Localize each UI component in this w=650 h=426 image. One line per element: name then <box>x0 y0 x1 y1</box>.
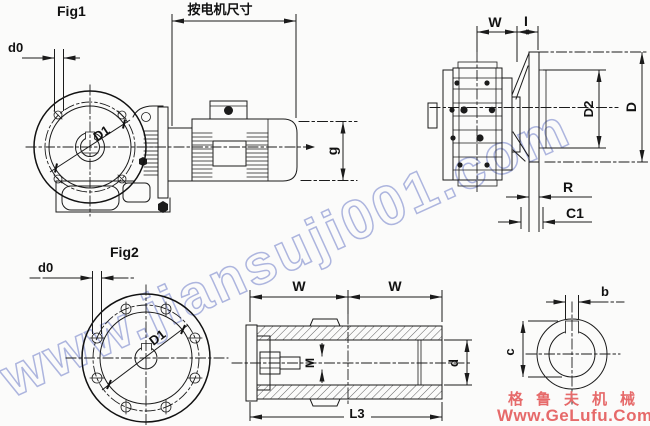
fig2-keyway <box>141 343 152 351</box>
motor <box>191 100 298 182</box>
dim-D2-label: D2 <box>581 101 596 118</box>
dim-d: d <box>444 339 472 386</box>
dim-g: g <box>298 121 358 181</box>
dim-D1-label: D1 <box>90 122 112 144</box>
dim-R-label: R <box>563 179 573 195</box>
fig1-assembly: D1 d0 按电机尺寸 g Fig1 <box>8 2 358 217</box>
fig2-bolt-holes <box>89 301 203 415</box>
dim-I-label: I <box>524 13 528 29</box>
side-view-bolts <box>449 80 496 168</box>
gearbox-base-feet <box>55 180 171 213</box>
fig1-title: Fig1 <box>57 3 86 19</box>
side-view: W I D2 D R <box>427 13 650 232</box>
dim-c-label: c <box>502 348 517 355</box>
dim-R-C1: R C1 <box>498 162 592 232</box>
retaining-bolt <box>259 351 301 375</box>
dim-D2: D2 <box>543 69 606 149</box>
dim-c: c <box>502 320 562 378</box>
dim-b-label: b <box>601 284 609 299</box>
dim-D: D <box>537 51 650 163</box>
branding: 格鲁夫机械 Www.GeLufu.Com <box>497 390 650 425</box>
output-flange-cone <box>511 51 547 163</box>
dim-W-right-label: W <box>388 278 402 294</box>
dim-M: M <box>303 343 325 383</box>
side-view-ribs <box>452 67 503 181</box>
hollow-shaft-section: W W M d L3 <box>231 278 473 421</box>
dim-d0-label: d0 <box>8 40 23 55</box>
dim-D-label: D <box>623 102 639 112</box>
dim-W-left-label: W <box>292 278 306 294</box>
dim-g-label: g <box>324 147 340 156</box>
dim-W-label: W <box>488 14 502 30</box>
dim-L3: L3 <box>249 402 443 421</box>
dim-L3-label: L3 <box>349 406 364 421</box>
flange-register <box>538 69 547 149</box>
dim-W-W-shaft: W W <box>249 278 443 322</box>
branding-url: Www.GeLufu.Com <box>497 406 650 425</box>
motor-cooling-fins <box>192 132 269 178</box>
flange-bolt-holes <box>53 110 127 184</box>
terminal-box-gland <box>224 106 233 115</box>
dim-W-I: W I <box>476 13 539 62</box>
dim-C1-label: C1 <box>566 205 584 221</box>
dim-motor-size: 按电机尺寸 <box>171 2 297 126</box>
fig2-title: Fig2 <box>110 244 139 260</box>
motor-nameplate <box>212 140 247 167</box>
branding-name-cn: 格鲁夫机械 <box>508 390 648 408</box>
dim-d0-fig2-label: d0 <box>38 260 53 275</box>
dim-d-label: d <box>446 359 461 367</box>
watermark-text: www.jiansuji001.com <box>0 95 580 409</box>
dim-M-label: M <box>303 358 317 368</box>
gearbox-housing <box>132 105 193 199</box>
shaft-cross-section: b c <box>502 284 625 405</box>
dim-motor-size-label: 按电机尺寸 <box>187 2 252 17</box>
base-bolt <box>158 201 168 213</box>
dim-d0-fig1: d0 <box>8 40 80 111</box>
dim-d0-fig2: d0 <box>29 260 137 334</box>
dim-b: b <box>546 284 625 319</box>
